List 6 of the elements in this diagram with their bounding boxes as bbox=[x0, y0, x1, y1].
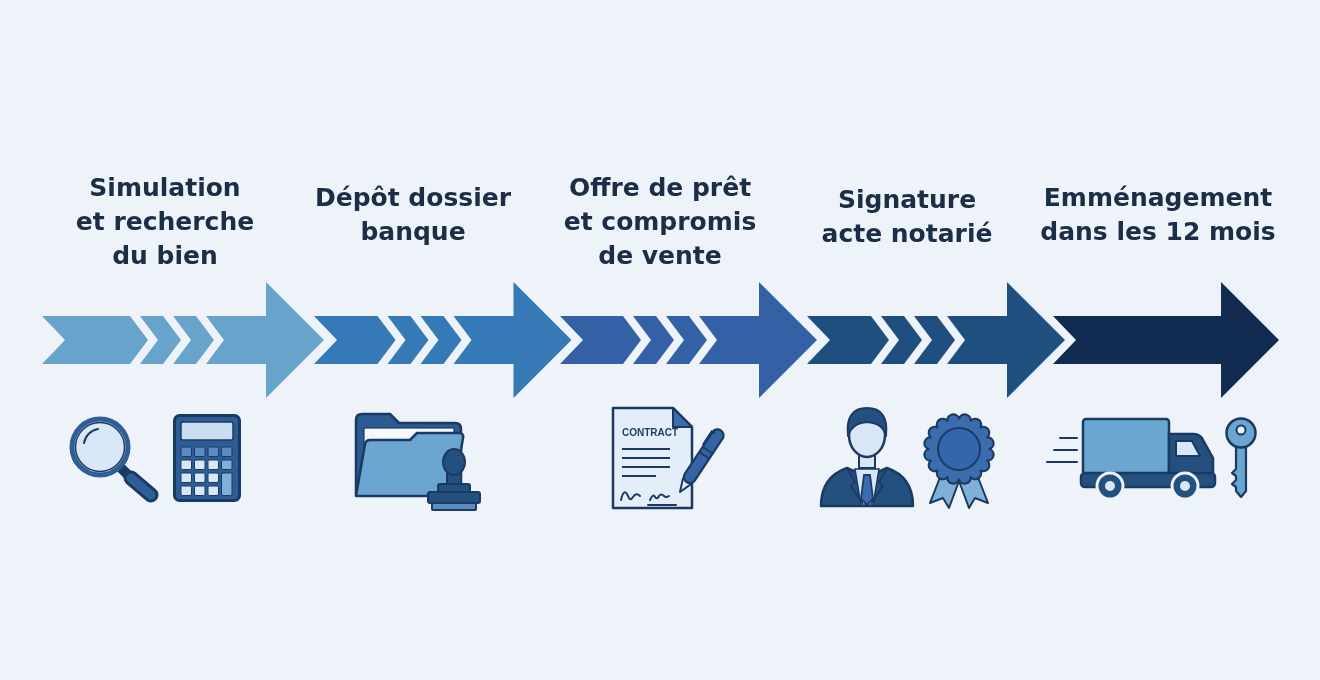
step-title: Dépôt dossier banque bbox=[314, 182, 512, 248]
step-title: Offre de prêt et compromis de vente bbox=[563, 172, 757, 272]
step-title: Emménagement dans les 12 mois bbox=[1040, 182, 1276, 248]
step-title: Signature acte notarié bbox=[821, 184, 993, 250]
step-title: Simulation et recherche du bien bbox=[75, 172, 255, 272]
document-title: CONTRACT bbox=[622, 427, 679, 439]
